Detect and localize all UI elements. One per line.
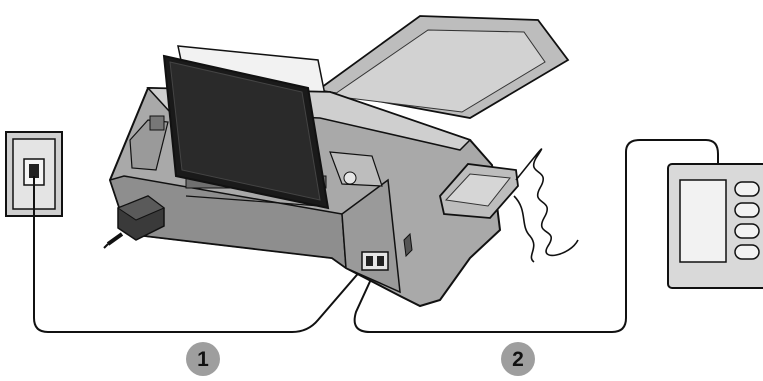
callout-label-2: 2 (512, 348, 524, 371)
callout-badge-1: 1 (186, 342, 220, 376)
power-adapter-icon (103, 195, 165, 249)
fax-printer-icon (108, 15, 570, 308)
telephone-handset-icon (439, 148, 579, 263)
callout-badge-2: 2 (501, 342, 535, 376)
phone-cable-2 (353, 139, 719, 333)
answering-machine-icon (667, 163, 763, 289)
callout-label-1: 1 (197, 348, 209, 371)
phone-cable-1 (33, 176, 369, 333)
